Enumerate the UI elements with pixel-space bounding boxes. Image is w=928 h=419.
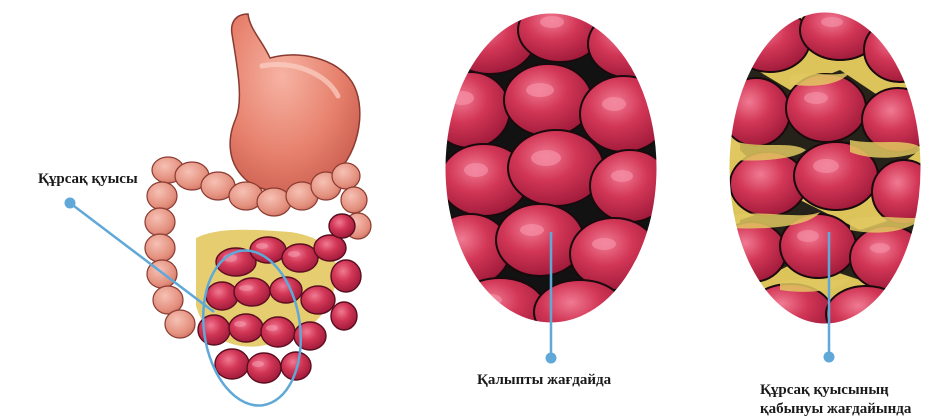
normal-state-label: Қалыпты жағдайда — [477, 372, 611, 389]
inflamed-state-label-line2: қабынуы жағдайында — [760, 400, 928, 419]
callout-dot — [65, 198, 76, 209]
digestive-organs — [145, 14, 371, 412]
inflamed-state-label: Құрсақ қуысының қабынуы жағдайында — [760, 381, 928, 419]
normal-callout-dot — [546, 353, 557, 364]
inflamed-state-label-line1: Құрсақ қуысының — [760, 381, 928, 400]
abdominal-cavity-callout — [65, 198, 215, 313]
normal-state-view — [430, 0, 672, 364]
abdominal-cavity-label: Құрсақ қуысы — [38, 171, 138, 188]
inflamed-state-view — [718, 0, 928, 363]
inflamed-callout-dot — [824, 352, 835, 363]
